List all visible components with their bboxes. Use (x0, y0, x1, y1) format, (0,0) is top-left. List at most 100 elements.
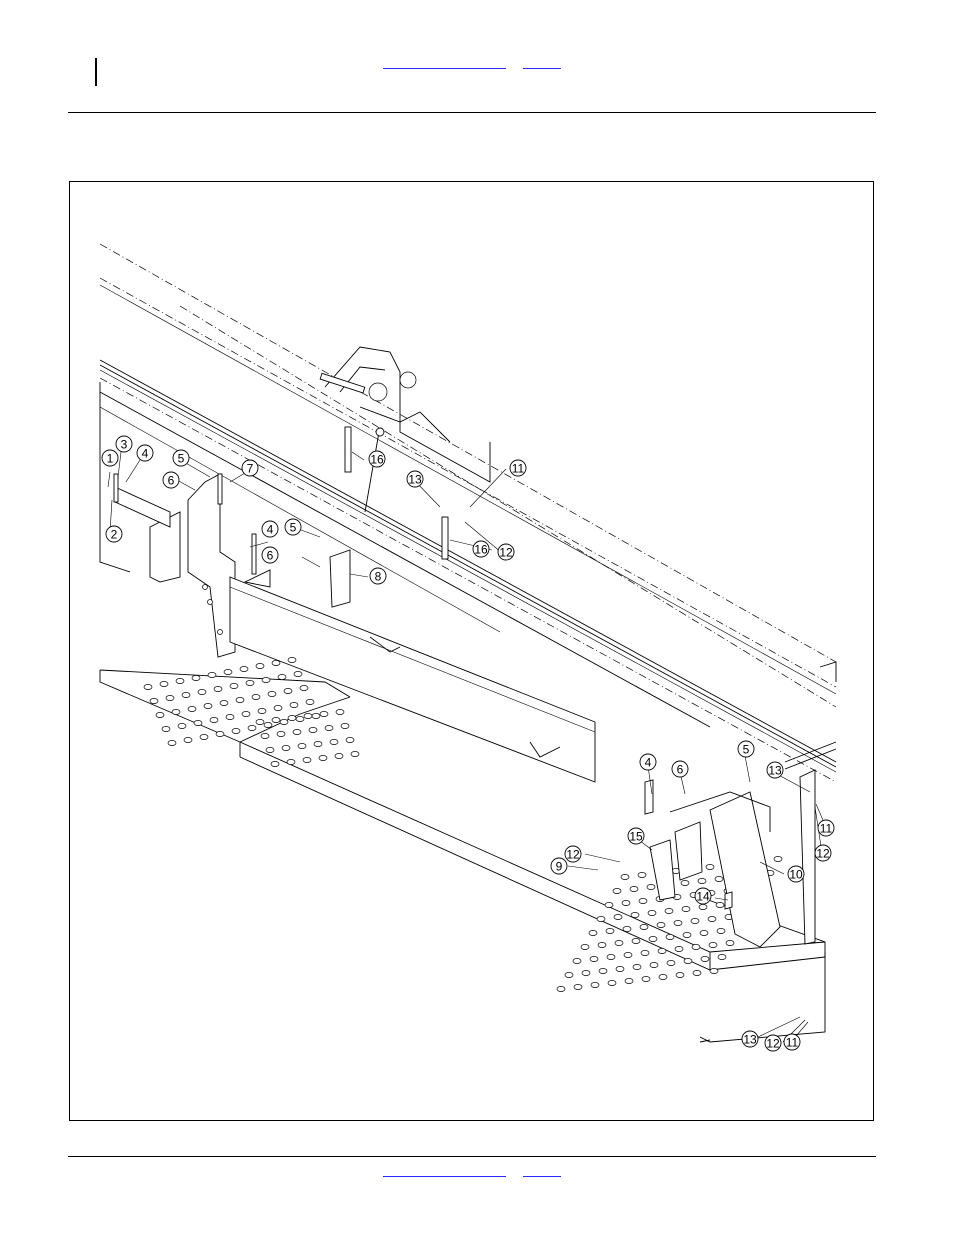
perforation (295, 716, 305, 722)
perforation (308, 727, 318, 733)
perforation (279, 719, 289, 725)
callout-1: 1 (101, 449, 119, 467)
perforation (197, 689, 207, 695)
footer-link-2[interactable] (523, 1176, 561, 1177)
perforation (725, 940, 735, 946)
perforation (773, 856, 783, 862)
callout-6: 6 (162, 471, 180, 489)
perforation (293, 671, 303, 677)
perforation (245, 680, 255, 686)
perforation (302, 757, 312, 763)
callout-14: 14 (694, 887, 712, 905)
perforation (177, 723, 187, 729)
header-link-1[interactable] (383, 68, 506, 69)
perforation (263, 722, 273, 728)
perforation (698, 904, 708, 910)
callout-16: 16 (472, 540, 490, 558)
svg-text:6: 6 (168, 474, 175, 488)
perforation (597, 942, 607, 948)
svg-text:13: 13 (768, 764, 782, 778)
svg-text:13: 13 (743, 1033, 757, 1047)
callout-8: 8 (369, 567, 387, 585)
svg-text:2: 2 (111, 528, 118, 542)
perforation (297, 743, 307, 749)
perforation (612, 888, 622, 894)
perforation (682, 932, 692, 938)
perforation (639, 924, 649, 930)
hitch-bracket (319, 346, 491, 483)
svg-text:1: 1 (107, 452, 114, 466)
perforation (624, 978, 634, 984)
perforation (161, 726, 171, 732)
perforation (191, 675, 201, 681)
perforation (683, 958, 693, 964)
perforation (271, 717, 281, 723)
perforation (620, 874, 630, 880)
svg-text:4: 4 (142, 447, 149, 461)
header-link-2[interactable] (523, 68, 561, 69)
svg-text:12: 12 (766, 1037, 780, 1051)
callout-4: 4 (261, 520, 279, 538)
perforation (155, 712, 165, 718)
perforation (260, 733, 270, 739)
perforation (623, 952, 633, 958)
hardware-marks (113, 426, 561, 758)
footer-link-1[interactable] (383, 1176, 506, 1177)
perforation (673, 920, 683, 926)
perforation (319, 711, 329, 717)
perforation (717, 954, 727, 960)
callout-13: 13 (741, 1030, 759, 1048)
perforation (604, 902, 614, 908)
callout-13: 13 (406, 470, 424, 488)
perforation (715, 902, 725, 908)
perforation (261, 677, 271, 683)
callout-13: 13 (766, 761, 784, 779)
perforation (709, 968, 719, 974)
callout-3: 3 (115, 435, 133, 453)
perforation (647, 910, 657, 916)
perforation (324, 725, 334, 731)
perforation (239, 666, 249, 672)
perforation (692, 970, 702, 976)
perforation (335, 709, 345, 715)
perforation (209, 717, 219, 723)
perforation (329, 739, 339, 745)
perforation (299, 685, 309, 691)
callout-11: 11 (509, 459, 527, 477)
perforation (646, 884, 656, 890)
perforation (286, 759, 296, 765)
perforation (345, 737, 355, 743)
svg-text:11: 11 (820, 822, 833, 836)
perforation (589, 956, 599, 962)
perforation (614, 940, 624, 946)
perforation (581, 970, 591, 976)
perforation (281, 745, 291, 751)
svg-text:12: 12 (499, 546, 513, 560)
perforation (607, 980, 617, 986)
perforation (149, 698, 159, 704)
svg-text:11: 11 (512, 462, 525, 476)
callout-16: 16 (368, 450, 386, 468)
perforation (213, 686, 223, 692)
svg-text:14: 14 (696, 890, 710, 904)
perforation (621, 900, 631, 906)
callout-leaders (107, 443, 827, 1043)
perforation (292, 729, 302, 735)
svg-text:16: 16 (370, 453, 384, 467)
callout-4: 4 (639, 753, 657, 771)
callout-12: 12 (564, 845, 582, 863)
perforation (165, 695, 175, 701)
perforation (305, 699, 315, 705)
svg-text:3: 3 (121, 438, 128, 452)
perforation (707, 916, 717, 922)
perforation (231, 728, 241, 734)
perforation (167, 740, 177, 746)
svg-text:13: 13 (408, 473, 422, 487)
perforation (714, 876, 724, 882)
callout-6: 6 (671, 760, 689, 778)
perforation (219, 700, 229, 706)
perforation (289, 702, 299, 708)
perforation (273, 705, 283, 711)
perforation (648, 936, 658, 942)
